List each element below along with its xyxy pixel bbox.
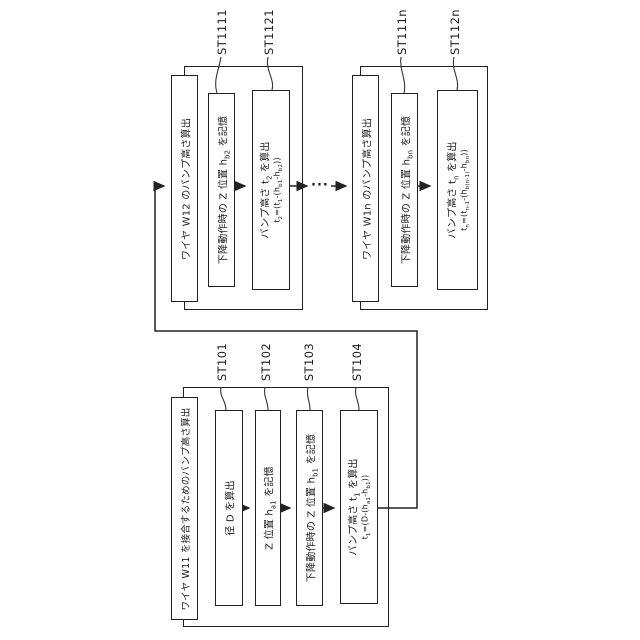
group-header-box-w12: ワイヤ W12 のバンプ高さ算出 (171, 75, 198, 302)
leader-line-st103 (306, 386, 311, 411)
step-text-st104-formula: t1=(D-(ha1-hb1)) (360, 474, 372, 540)
step-label-st102: ST102 (259, 342, 273, 382)
step-label-st1111: ST1111 (215, 9, 229, 55)
step-box-st104: バンプ高さ t1 を算出 t1=(D-(ha1-hb1)) (340, 410, 378, 604)
leader-line-st111n (400, 56, 406, 94)
leader-line-st102 (264, 386, 269, 411)
leader-line-st1111 (215, 56, 222, 94)
group-header-text-w12: ワイヤ W12 のバンプ高さ算出 (181, 117, 192, 260)
leader-line-st112n (452, 56, 459, 91)
leader-line-st104 (355, 386, 360, 411)
step-box-st1111: 下降動作時の Z 位置 hb2 を記憶 (208, 93, 235, 287)
step-text-st111n: 下降動作時の Z 位置 hbn を記憶 (401, 115, 414, 265)
step-text-st103: 下降動作時の Z 位置 hb1 を記憶 (306, 433, 319, 583)
connector-line (153, 180, 418, 509)
step-text-st104-title: バンプ高さ t1 を算出 (348, 458, 362, 556)
step-box-st1121: バンプ高さ t2 を算出 t2=(t1-(hb1-hb2)) (252, 90, 290, 290)
group-header-text-w11: ワイヤ W11 を接合するためのバンプ高さ算出 (180, 406, 192, 611)
step-label-st1121: ST1121 (262, 9, 276, 55)
leader-line-st101 (220, 386, 227, 411)
step-text-st1121-formula: t2=(t1-(hb1-hb2)) (272, 157, 284, 223)
step-text-st102: Z 位置 ha1 を記憶 (264, 466, 278, 550)
group-header-box-w1n: ワイヤ W1n のバンプ高さ算出 (352, 75, 379, 302)
leader-line-st1121 (266, 56, 274, 91)
step-text-st1121: バンプ高さ t2 を算出 t2=(t1-(hb1-hb2)) (259, 141, 284, 239)
step-label-st101: ST101 (215, 342, 229, 382)
step-box-st111n: 下降動作時の Z 位置 hbn を記憶 (391, 93, 418, 287)
step-box-st102: Z 位置 ha1 を記憶 (255, 410, 281, 606)
ellipsis-dots: ··· (311, 178, 329, 193)
step-label-st103: ST103 (302, 342, 316, 382)
step-text-st112n: バンプ高さ tn を算出 tn=(tn-1-(hb(n-1)-hbn)) (446, 141, 471, 239)
step-box-st103: 下降動作時の Z 位置 hb1 を記憶 (296, 410, 323, 606)
group-header-text-w1n: ワイヤ W1n のバンプ高さ算出 (362, 117, 373, 260)
step-text-st101: 径 D を算出 (225, 480, 237, 536)
step-label-st111n: ST111n (395, 9, 409, 55)
step-text-st112n-formula: tn=(tn-1-(hb(n-1)-hbn)) (458, 149, 471, 231)
step-label-st104: ST104 (350, 342, 364, 382)
step-text-st1121-title: バンプ高さ t2 を算出 (260, 141, 274, 239)
step-box-st101: 径 D を算出 (215, 410, 243, 606)
step-text-st1111: 下降動作時の Z 位置 hb2 を記憶 (218, 115, 231, 265)
step-box-st112n: バンプ高さ tn を算出 tn=(tn-1-(hb(n-1)-hbn)) (437, 90, 478, 290)
group-header-box-w11: ワイヤ W11 を接合するためのバンプ高さ算出 (171, 397, 198, 620)
step-text-st104: バンプ高さ t1 を算出 t1=(D-(ha1-hb1)) (347, 458, 372, 556)
step-label-st112n: ST112n (448, 9, 462, 55)
step-text-st112n-title: バンプ高さ tn を算出 (446, 141, 460, 239)
